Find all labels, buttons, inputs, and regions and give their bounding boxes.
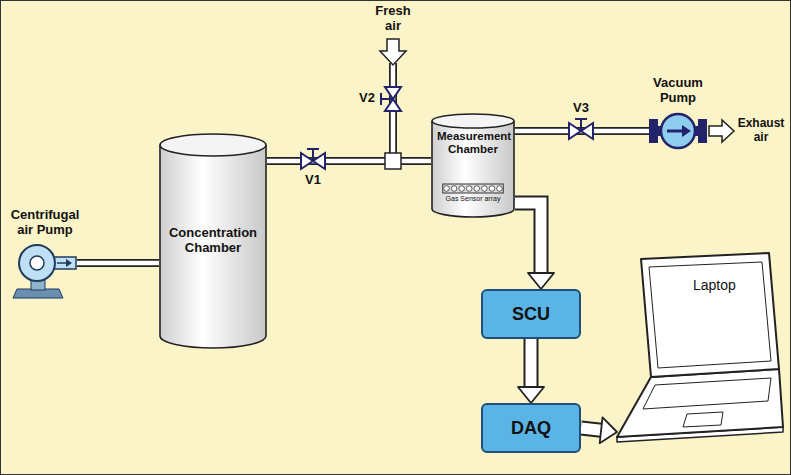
daq-box: DAQ [481,403,581,453]
measurement-chamber: Measurement ChamberGas Sensor array [431,113,515,217]
tee-junction [385,153,401,169]
signal-arrow [515,203,554,289]
signal-arrow [518,339,544,403]
valve-label: V2 [356,91,378,106]
pipe [267,161,431,162]
valve-symbol [381,87,401,111]
fresh-air-arrow [380,39,406,65]
gas-sensor [474,186,480,192]
gas-sensor [466,186,472,192]
valve-label: V3 [569,101,593,116]
gas-sensor [444,186,450,192]
node-label: SCU [504,304,558,325]
gas-sensor [497,186,503,192]
node-label: Laptop [693,277,736,293]
vacuum-pump: Vacuum Pump [649,111,707,151]
flow-label: Fresh air [371,4,415,34]
tee-bore [386,159,400,163]
node-label: Concentration Chamber [159,226,267,256]
laptop: Laptop [611,251,783,446]
signal-arrow [581,417,617,443]
exhaust-arrow [709,120,734,142]
concentration-chamber: Concentration Chamber [159,133,267,348]
vacuum-pump-shape [649,111,707,151]
valve-label: V1 [301,173,325,188]
pipe [77,263,159,264]
sensor-array [443,184,503,193]
node-caption: Gas Sensor array [431,195,515,203]
air-pump-shape [13,243,77,299]
flow-label: Exhaust air [735,117,787,145]
valve-symbol [301,149,325,169]
air-pump: Centrifugal air Pump [13,243,77,299]
node-label: Vacuum Pump [647,76,709,106]
node-label: Centrifugal air Pump [1,208,89,238]
gas-sensor [482,186,488,192]
gas-sensor [459,186,465,192]
scu-box: SCU [481,289,581,339]
node-label: Measurement Chamber [431,130,515,156]
valve-symbol [569,119,593,139]
node-label: DAQ [503,418,559,439]
gas-sensor [451,186,457,192]
gas-sensor [489,186,495,192]
